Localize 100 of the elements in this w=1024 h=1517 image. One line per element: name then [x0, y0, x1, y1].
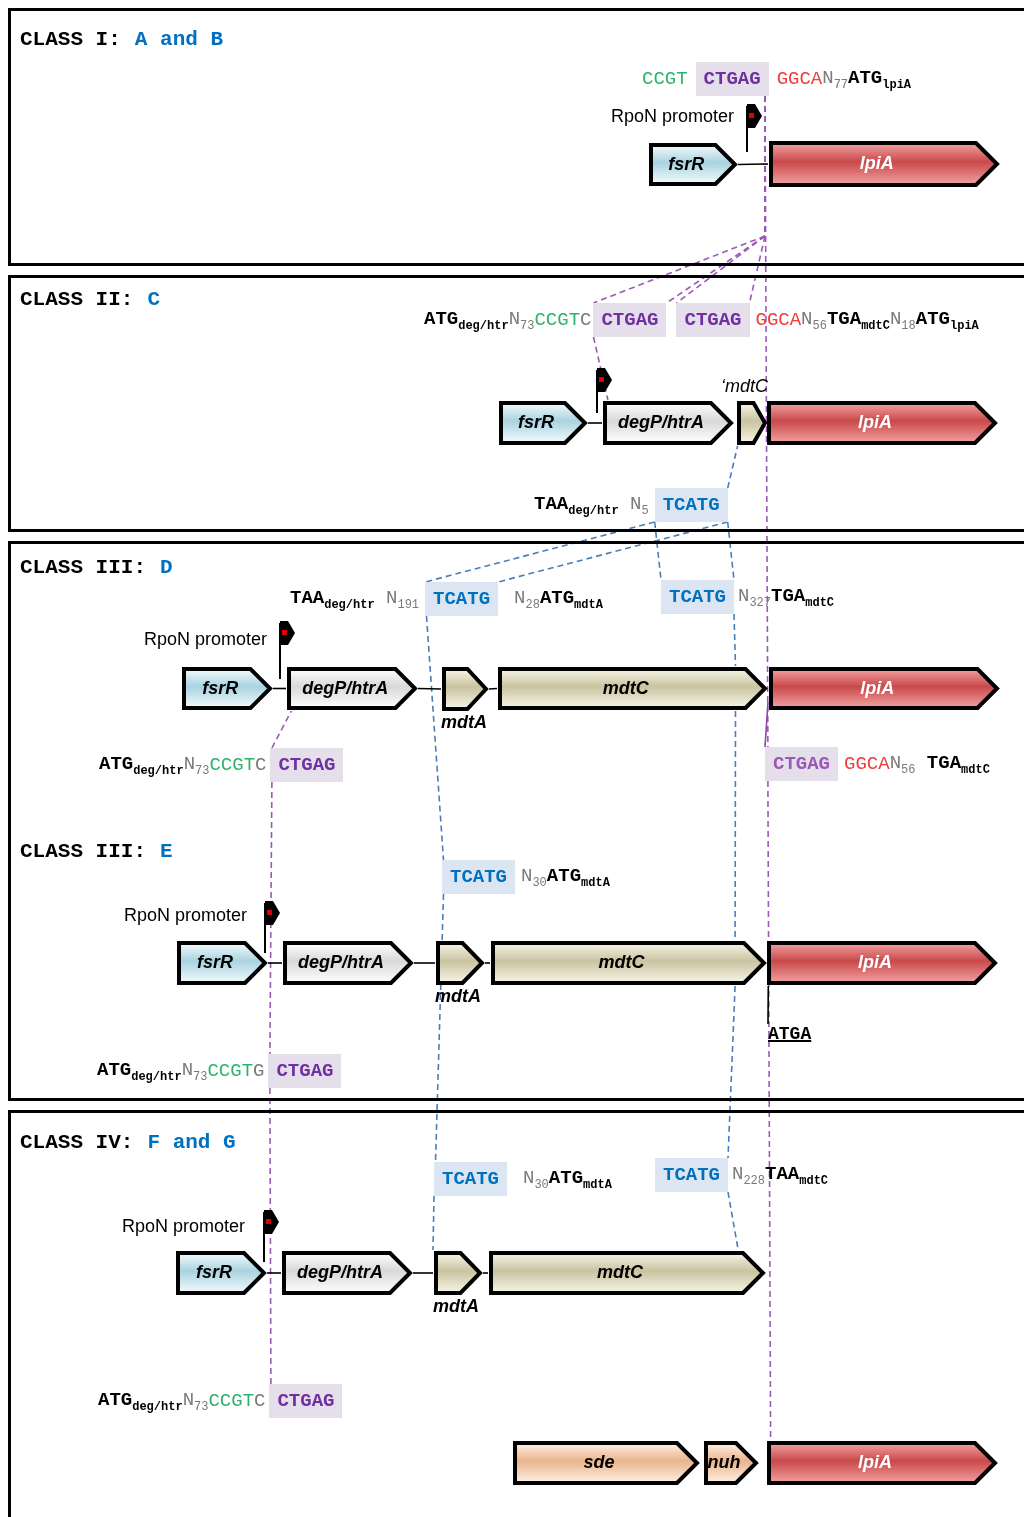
- motif-box: TCATG: [654, 488, 728, 522]
- gene-label: degP/htrA: [301, 677, 390, 699]
- connector-line: [764, 701, 769, 748]
- sequence-text: GGCA: [844, 753, 890, 775]
- gene-label: lpiA: [859, 677, 896, 699]
- dashed-connector: [592, 336, 609, 401]
- gene-symbol: [175, 1250, 267, 1296]
- sequence-text: C: [255, 754, 267, 776]
- motif-box: CTGAG: [269, 1384, 343, 1418]
- motif-box: CTGAG: [593, 303, 667, 337]
- connector-line: [413, 962, 436, 964]
- gene-label: mdtA: [433, 1296, 479, 1317]
- gene-symbol: [766, 1440, 998, 1486]
- class-heading: CLASS III:: [20, 556, 147, 579]
- gene-label: fsrR: [195, 1262, 234, 1283]
- dashed-connector: [434, 893, 445, 1163]
- sequence-text: ATG$_{deg/htr}$N$_{73}$: [424, 307, 535, 333]
- dashed-connector: [727, 985, 736, 1159]
- sequence-text: GGCA: [755, 309, 802, 331]
- gene-label: mdtA: [441, 712, 487, 733]
- gene-symbol: [498, 400, 588, 446]
- connector-line: [767, 985, 770, 1025]
- gene-label: lpiA: [858, 153, 895, 174]
- class-heading: C: [147, 288, 161, 311]
- gene-symbol: [703, 1440, 759, 1486]
- dashed-connector: [271, 710, 293, 749]
- dashed-connector: [733, 613, 737, 667]
- gene-symbol: [766, 940, 998, 986]
- class-heading: A and B: [134, 28, 224, 51]
- sequence-text: ATG$_{deg/htr}$N$_{73}$: [99, 752, 210, 778]
- connector-line: [484, 962, 491, 964]
- gene-symbol: [512, 1440, 700, 1486]
- class-panel: [8, 541, 1024, 1101]
- motif-box: TCATG: [661, 580, 734, 614]
- motif-box: TCATG: [442, 860, 515, 894]
- gene-label: nuh: [706, 1452, 742, 1473]
- dashed-connector: [726, 521, 735, 581]
- dashed-connector: [497, 521, 729, 583]
- connector-line: [488, 687, 498, 690]
- sequence-text: N$_{56}$ TGA$_{mdtC}$: [889, 751, 990, 777]
- class-heading: D: [160, 556, 173, 579]
- connector-line: [272, 687, 287, 690]
- sequence-text: C: [580, 309, 592, 331]
- promoter-label: RpoN promoter: [144, 629, 268, 650]
- gene-label: lpiA: [857, 412, 894, 433]
- sequence-text: N$_{30}$ATG$_{mdtA}$: [521, 864, 610, 890]
- gene-label: mdtC: [596, 1262, 645, 1283]
- connector-line: [587, 422, 603, 424]
- class-heading: F and G: [147, 1131, 236, 1154]
- dashed-connector: [432, 1195, 435, 1251]
- promoter-label: RpoN promoter: [122, 1216, 246, 1237]
- sequence-text: N$_{56}$TGA$_{mdtC}$N$_{18}$ATG$_{lpiA}$: [801, 307, 979, 333]
- sequence-text: CCGT: [207, 1060, 254, 1082]
- codon-label: ATGA: [768, 1024, 812, 1044]
- class-heading: E: [160, 840, 173, 863]
- connector-line: [412, 1272, 434, 1274]
- sequence-text: G: [253, 1060, 265, 1082]
- connector-line: [417, 687, 442, 690]
- class-heading: CLASS IV:: [20, 1131, 134, 1154]
- promoter-label: RpoN promoter: [611, 106, 735, 127]
- gene-symbol: [281, 1250, 413, 1296]
- motif-box: CTGAG: [268, 1054, 342, 1088]
- motif-box: CTGAG: [765, 747, 838, 781]
- class-heading: CLASS III:: [20, 840, 147, 863]
- gene-symbol: [176, 940, 268, 986]
- motif-box: TCATG: [425, 582, 499, 616]
- sequence-text: GGCA: [776, 68, 823, 90]
- gene-label: fsrR: [196, 952, 235, 973]
- sequence-text: CCGT: [534, 309, 581, 331]
- sequence-text: N$_{327}$TGA$_{mdtC}$: [738, 584, 835, 610]
- sequence-text: TAA$_{deg/htr}$ N$_{191}$: [290, 586, 420, 612]
- class-heading: CLASS II:: [20, 288, 134, 311]
- gene-symbol: [181, 666, 273, 711]
- sequence-text: CCGT: [209, 754, 256, 776]
- motif-box: CTGAG: [676, 303, 750, 337]
- gene-symbol: [286, 666, 418, 711]
- gene-symbol: [648, 142, 738, 187]
- gene-label: fsrR: [517, 412, 556, 433]
- sequence-text: TAA$_{deg/htr}$ N$_{5}$: [534, 492, 649, 518]
- sequence-text: N$_{77}$ATG$_{lpiA}$: [822, 66, 912, 92]
- gene-label: lpiA: [857, 952, 894, 973]
- gene-label: sde: [582, 1452, 616, 1473]
- gene-symbol: [768, 140, 1000, 188]
- connector-line: [266, 1272, 282, 1274]
- gene-label: fsrR: [667, 153, 706, 175]
- gene-label: degP/htrA: [296, 1262, 385, 1283]
- dashed-connector: [269, 781, 273, 1055]
- sequence-text: ATG$_{deg/htr}$N$_{73}$: [97, 1058, 208, 1084]
- class-panel: [8, 275, 1024, 532]
- class-heading: CLASS I:: [20, 28, 121, 51]
- sequence-text: N$_{228}$TAA$_{mdtC}$: [732, 1162, 829, 1188]
- class-panel: [8, 1110, 1024, 1517]
- motif-box: TCATG: [655, 1158, 728, 1192]
- gene-symbol: [768, 666, 1000, 711]
- dashed-connector: [726, 445, 739, 489]
- gene-symbol: [282, 940, 414, 986]
- motif-box: CTGAG: [695, 62, 769, 96]
- gene-label: mdtC: [601, 677, 650, 699]
- gene-label: lpiA: [857, 1452, 894, 1473]
- gene-label: mdtC: [597, 952, 646, 973]
